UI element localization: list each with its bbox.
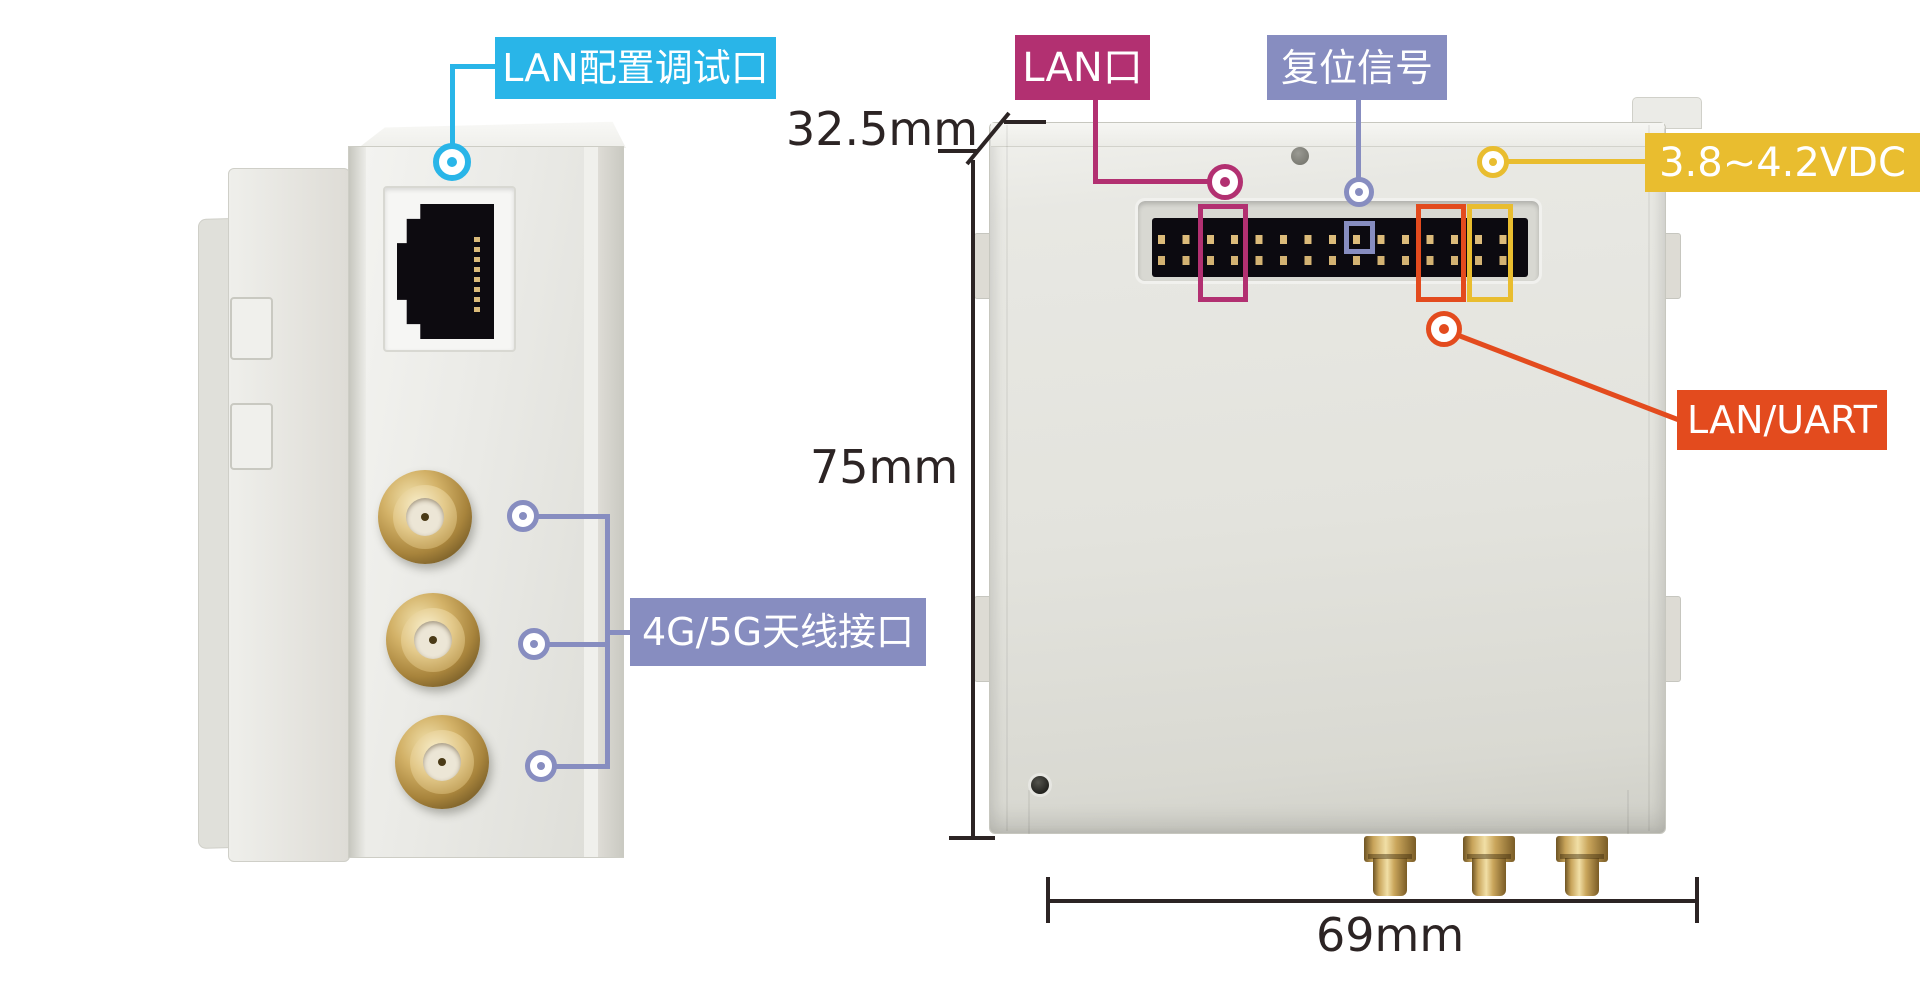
dimension-height: 75mm: [810, 440, 959, 494]
sma-disc: [414, 621, 452, 659]
sma-center-pin: [438, 758, 446, 766]
lan-port-line-v: [1093, 99, 1098, 184]
sma-disc: [423, 743, 461, 781]
mounting-clip-1: [230, 297, 273, 360]
lan-port-marker-icon: [1207, 164, 1243, 200]
lan-uart-line-diagonal: [1459, 333, 1680, 423]
antenna-marker-icon-2: [518, 628, 550, 660]
seam-right: [1648, 125, 1650, 831]
antenna-marker-icon-1: [507, 500, 539, 532]
antenna-line-to-label: [605, 630, 632, 635]
lan-port-label: LAN口: [1015, 35, 1150, 100]
lan-uart-pins-outline: [1416, 204, 1466, 302]
front-right-edge: [598, 147, 624, 857]
reset-marker-icon: [1344, 177, 1374, 207]
power-pins-outline: [1467, 204, 1513, 302]
rear-panel-inner: [228, 168, 350, 862]
lan-debug-line-h: [450, 64, 496, 69]
antenna-marker-icon-3: [525, 750, 557, 782]
dimension-width-line: [1048, 899, 1697, 903]
power-line-h: [1507, 159, 1645, 164]
sma-connector-3: [395, 715, 489, 809]
antenna-line-3: [555, 764, 607, 769]
lan-port-line-h: [1093, 179, 1209, 184]
sma-ring: [401, 608, 465, 672]
pin-row-2: [1158, 256, 1524, 265]
lan-debug-label: LAN配置调试口: [495, 37, 776, 99]
mounting-clip-2: [230, 403, 273, 470]
corner-seam-br: [1627, 790, 1629, 834]
lan-debug-marker-icon: [433, 143, 471, 181]
reset-pin-outline: [1344, 221, 1375, 254]
reset-label: 复位信号: [1267, 35, 1447, 100]
dimension-width-tick-right: [1695, 877, 1699, 923]
bottom-hole: [1031, 776, 1049, 794]
sma-connector-1: [378, 470, 472, 564]
power-marker-icon: [1477, 146, 1509, 178]
dimension-break-symbol: [938, 111, 1046, 166]
sma-center-pin: [421, 513, 429, 521]
power-label: 3.8~4.2VDC: [1645, 133, 1920, 192]
pin-row-1: [1158, 235, 1524, 244]
antenna-line-2: [548, 642, 607, 647]
sma-connector-2: [386, 593, 480, 687]
screw-dot: [1291, 147, 1309, 165]
seam-left: [1006, 125, 1008, 831]
rj45-contacts: [474, 237, 480, 313]
dimension-height-tick: [949, 836, 995, 840]
lan-uart-label: LAN/UART: [1677, 390, 1887, 450]
antenna-line-1: [537, 514, 607, 519]
antenna-line-v: [605, 514, 610, 769]
dimension-height-line: [971, 160, 975, 838]
front-left-edge: [349, 147, 366, 857]
lan-debug-line-v: [450, 64, 455, 145]
antenna-label: 4G/5G天线接口: [630, 598, 926, 666]
sma-ring: [393, 485, 457, 549]
dimension-width-tick-left: [1046, 877, 1050, 923]
dimension-depth: 32.5mm: [786, 102, 979, 156]
sma-ring: [410, 730, 474, 794]
dimension-width: 69mm: [1316, 908, 1465, 962]
sma-disc: [406, 498, 444, 536]
lan-uart-marker-icon: [1426, 311, 1462, 347]
front-right-highlight: [584, 147, 598, 857]
device-top-bevel: [991, 123, 1664, 147]
corner-seam-bl: [1028, 790, 1030, 834]
lan-pins-outline: [1198, 204, 1248, 302]
sma-center-pin: [429, 636, 437, 644]
reset-line-v: [1356, 99, 1361, 179]
